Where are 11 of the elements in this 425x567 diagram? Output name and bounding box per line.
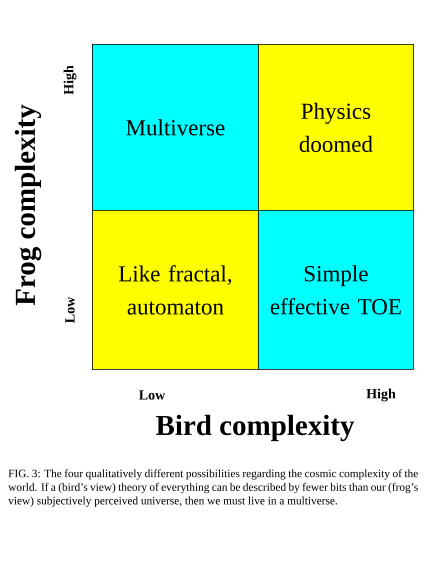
axis-tick-label: Low <box>139 390 166 400</box>
figure-caption: FIG. 3: The four qualitatively different possibilities regarding the cosmic complexity of the world. If a (bird’s view) theory of everything can be described by fewer bits than our (frog’s view) subjectively perceived universe, then we must live in a multiverse. <box>8 469 418 507</box>
quadrant-cell: Like fractal, automaton <box>92 210 259 370</box>
quadrant-cell: Simple effective TOE <box>258 210 414 370</box>
axis-tick-label: High <box>64 65 76 95</box>
quadrant-cell: Physics doomed <box>258 44 414 211</box>
axis-title: Frog complexity <box>14 104 42 306</box>
axis-tick-label: Low <box>65 296 75 323</box>
axis-tick-label: High <box>366 388 396 402</box>
axis-title: Bird complexity <box>156 414 354 442</box>
quadrant-cell: Multiverse <box>92 44 259 211</box>
